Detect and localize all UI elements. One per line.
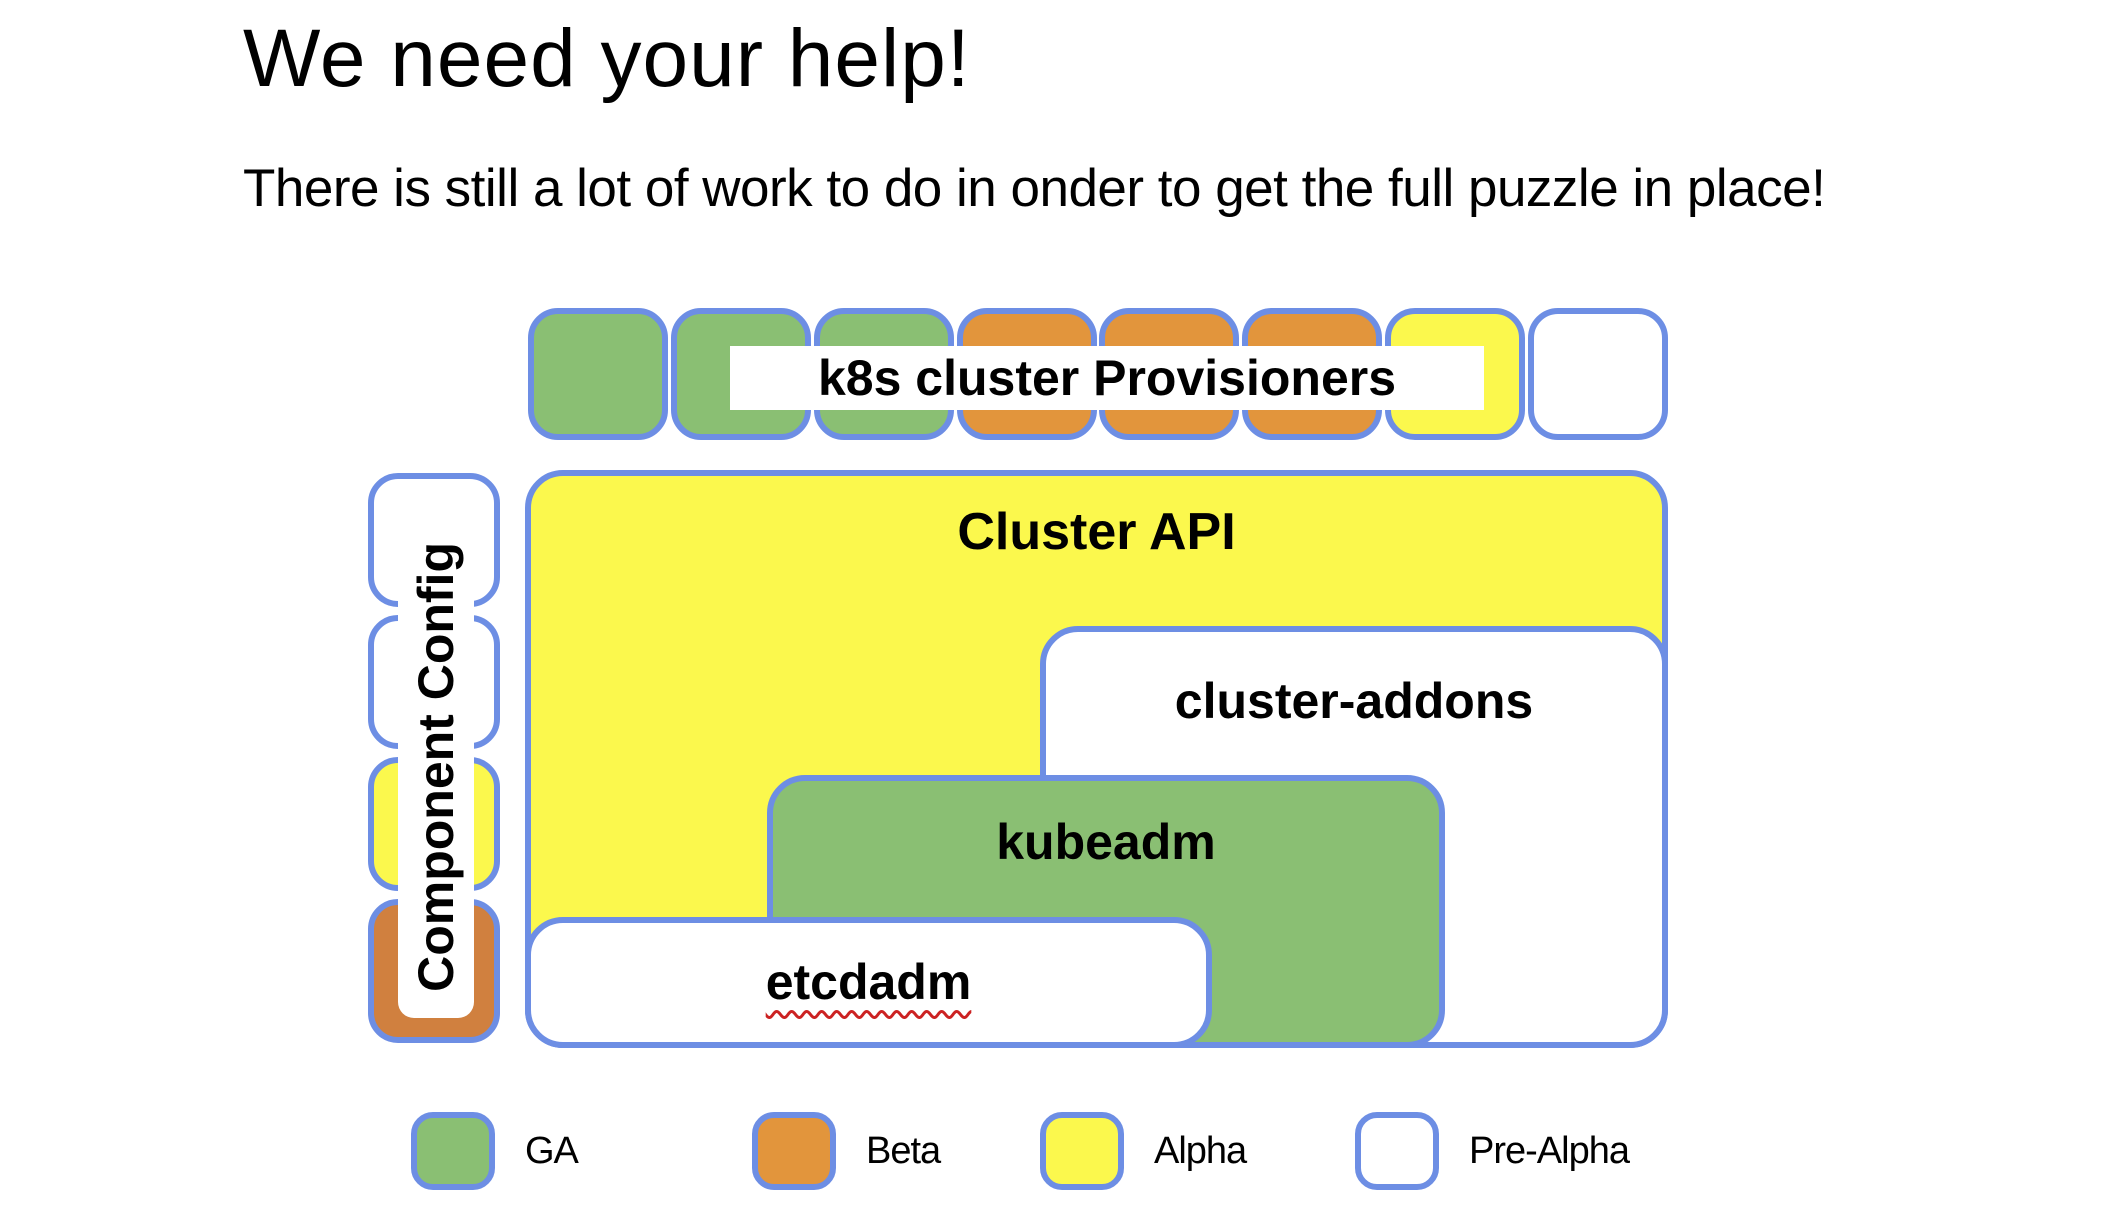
legend-item-pre-alpha: Pre-Alpha — [1355, 1112, 1630, 1190]
component-config-label: Component Config — [408, 541, 464, 992]
legend-label: Beta — [866, 1129, 941, 1172]
etcdadm-box: etcdadm — [525, 917, 1212, 1048]
etcdadm-label: etcdadm — [531, 953, 1206, 1011]
provisioners-label: k8s cluster Provisioners — [730, 346, 1484, 410]
cluster-addons-label: cluster-addons — [1174, 673, 1534, 729]
legend-swatch-beta — [752, 1112, 836, 1190]
legend-swatch-pre-alpha — [1355, 1112, 1439, 1190]
legend-item-alpha: Alpha — [1040, 1112, 1247, 1190]
legend-item-ga: GA — [411, 1112, 579, 1190]
status-square-ga — [528, 308, 668, 440]
legend-item-beta: Beta — [752, 1112, 941, 1190]
legend: GA Beta Alpha Pre-Alpha — [0, 1112, 2126, 1192]
legend-swatch-ga — [411, 1112, 495, 1190]
legend-label: Pre-Alpha — [1469, 1129, 1630, 1172]
status-square-pre-alpha — [1528, 308, 1668, 440]
component-config-label-box: Component Config — [398, 515, 474, 1018]
cluster-api-label: Cluster API — [957, 503, 1236, 561]
page-subtitle: There is still a lot of work to do in on… — [243, 159, 1826, 218]
legend-label: Alpha — [1154, 1129, 1247, 1172]
etcdadm-label-text: etcdadm — [765, 954, 972, 1010]
page-title: We need your help! — [243, 13, 971, 104]
legend-swatch-alpha — [1040, 1112, 1124, 1190]
kubeadm-label: kubeadm — [996, 814, 1216, 870]
legend-label: GA — [525, 1129, 579, 1172]
